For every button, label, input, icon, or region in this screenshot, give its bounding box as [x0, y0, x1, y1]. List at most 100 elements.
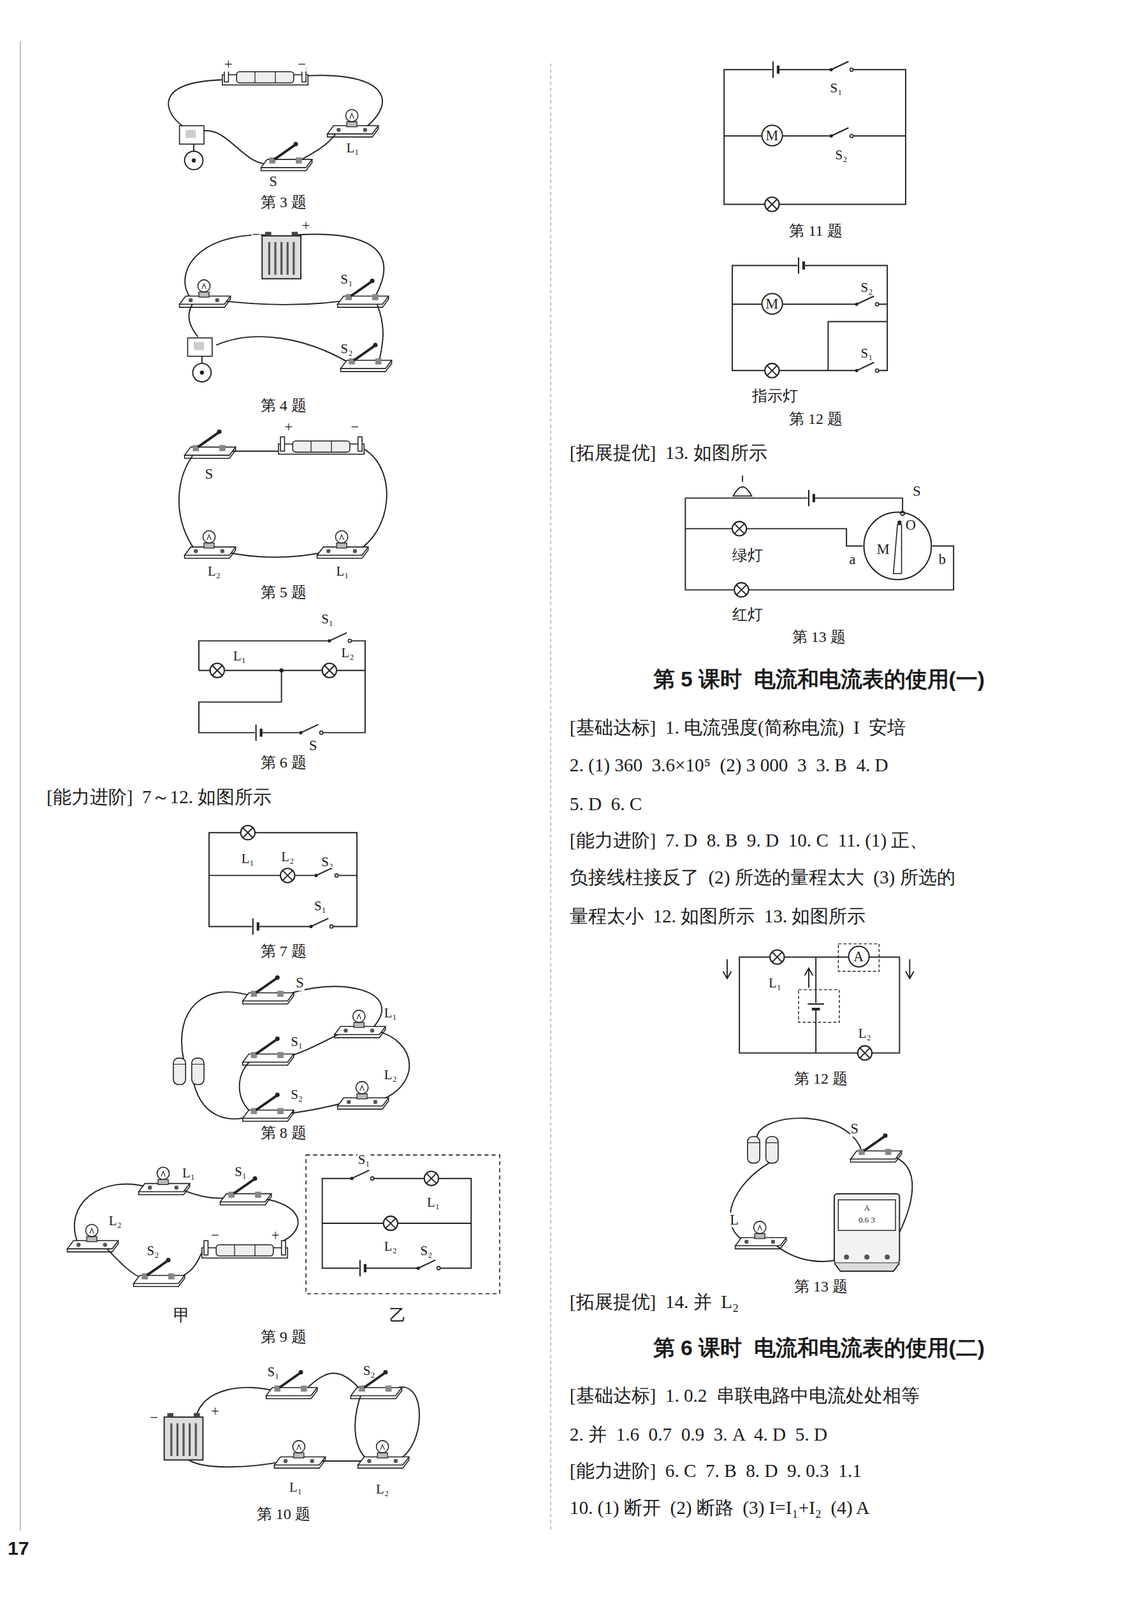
figure-9-circuit	[67, 1154, 500, 1294]
circle-outline	[862, 511, 933, 581]
figure-6-schematic-part	[198, 640, 366, 733]
figure-label: −	[210, 1227, 220, 1243]
circle-outline-shape	[863, 511, 932, 580]
figure-4-circuit-part	[295, 233, 384, 296]
answer-line: [基础达标] 1. 0.2 串联电路中电流处处相等	[569, 1384, 921, 1405]
figure-label: S₁	[340, 272, 354, 287]
figure-12-schematic-part	[855, 295, 879, 307]
figure-12-schematic	[732, 256, 888, 378]
figure-5-circuit-part	[356, 449, 387, 552]
figure-11-schematic-part	[724, 69, 906, 204]
figure-8-circuit-part	[337, 1081, 389, 1109]
symbol-letter: M	[765, 296, 779, 312]
figure-10-circuit-part	[354, 1391, 370, 1461]
figure-label: +	[270, 1227, 281, 1243]
figure-13-schematic-part	[734, 582, 749, 597]
answer-line: 2. (1) 360 3.6×10⁵ (2) 3 000 3 3. B 4. D	[569, 755, 890, 776]
figure-label: 第 11 题	[788, 223, 843, 240]
figure-11-schematic-part	[829, 126, 854, 139]
answer-line: [拓展提优] 13. 如图所示	[569, 442, 768, 463]
figure-7-schematic-part	[209, 832, 357, 927]
figure-7-schematic-part	[240, 825, 255, 840]
answer-line: [基础达标] 1. 电流强度(简称电流) I 安培	[569, 717, 907, 737]
figure-label: L₁	[346, 140, 361, 155]
figure-label: S	[268, 173, 278, 190]
section-heading: 第 5 课时 电流和电流表的使用(一)	[652, 667, 986, 691]
figure-label: 第 13 题	[791, 629, 847, 645]
figure-9-circuit-part	[350, 1168, 375, 1181]
figure-9-circuit-part	[133, 1257, 185, 1287]
figure-6-schematic-part	[281, 670, 283, 703]
figure-label: S₁	[233, 1164, 248, 1179]
lesson5-figure-13-circuit-part	[864, 1254, 870, 1260]
symbol-letter: A	[853, 949, 864, 964]
lesson5-figure-12-schematic-part	[798, 989, 840, 1023]
lesson5-figure-13-circuit-part	[843, 1254, 849, 1260]
lesson5-figure-13-circuit	[730, 1117, 913, 1271]
figure-label: L₁	[232, 648, 247, 663]
figure-10-circuit-part	[358, 1440, 410, 1468]
figure-label: L₂	[340, 645, 355, 660]
figure-10-circuit	[164, 1369, 420, 1468]
figure-8-circuit-part	[242, 975, 294, 1004]
figure-label: L₂	[280, 849, 295, 864]
figure-label: L	[729, 1212, 740, 1228]
figure-7-schematic-part	[309, 917, 333, 929]
figure-8-circuit-part	[173, 1057, 204, 1085]
circle-outline-shape	[761, 125, 783, 146]
symbol-letter: M	[876, 542, 890, 557]
lesson5-figure-12-schematic-part	[769, 949, 784, 964]
figure-6-schematic	[198, 631, 366, 742]
figure-label: L₂	[108, 1213, 123, 1228]
figure-label: −	[349, 420, 360, 436]
lesson5-figure-12-schematic-part	[838, 943, 879, 972]
figure-9-circuit-part	[202, 1240, 288, 1258]
figure-12-schematic-part	[797, 256, 805, 275]
figure-3-circuit-part	[168, 79, 223, 127]
figure-6-schematic-part	[210, 663, 225, 678]
lesson5-figure-13-circuit-part	[884, 1254, 890, 1260]
figure-5-circuit-part	[184, 530, 236, 559]
figure-label: 第 8 题	[260, 1124, 308, 1141]
figure-label: S	[308, 738, 318, 754]
figure-label: 第 5 题	[260, 584, 308, 601]
ammeter-symbol: A	[847, 945, 870, 968]
figure-label: b	[938, 552, 947, 568]
figure-label: 红灯	[731, 606, 764, 623]
figure-label: 绿灯	[731, 547, 764, 564]
figure-label: L₁	[767, 975, 783, 990]
figure-label: 第 4 题	[260, 397, 308, 414]
figure-4-circuit-part	[179, 279, 231, 308]
circle-outline-shape	[848, 946, 869, 967]
motor-symbol: M	[760, 124, 784, 147]
lesson5-figure-12-schematic-part	[723, 959, 732, 979]
section-heading: 第 6 课时 电流和电流表的使用(二)	[652, 1337, 986, 1360]
figure-8-circuit-part	[193, 1083, 254, 1119]
figure-label: S₁	[860, 346, 874, 361]
page-number: 17	[7, 1537, 30, 1559]
lesson5-figure-13-circuit-part	[834, 1262, 900, 1271]
figure-label: S₂	[289, 1087, 304, 1102]
figure-4-circuit-part	[261, 231, 301, 280]
figure-12-schematic-part	[764, 363, 779, 378]
figure-label: S₂	[419, 1243, 433, 1258]
figure-10-circuit-part	[164, 1412, 204, 1461]
figure-label: S₂	[340, 341, 354, 356]
figure-label: L₁	[240, 851, 255, 866]
figure-label: a	[848, 552, 857, 568]
figure-label: 第 12 题	[793, 1070, 849, 1087]
figure-10-circuit-part	[195, 1387, 278, 1417]
figure-label: L₁	[426, 1195, 441, 1210]
figure-4-circuit-part	[217, 300, 349, 305]
figure-6-schematic-part	[327, 631, 352, 644]
figure-7-schematic	[209, 825, 357, 936]
figure-9-circuit-part	[383, 1216, 398, 1231]
figure-label: +	[223, 56, 234, 73]
figure-8-circuit-part	[242, 1036, 294, 1065]
figure-label: S₁	[320, 611, 334, 626]
figure-12-schematic-part	[732, 265, 888, 371]
figure-13-schematic-part	[685, 497, 903, 512]
figure-6-schematic-part	[279, 668, 283, 673]
figure-5-circuit-part	[278, 436, 364, 454]
